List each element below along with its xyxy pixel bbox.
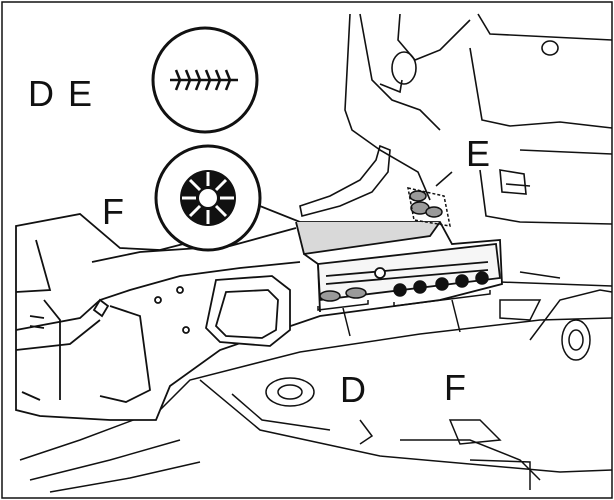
e-leader-line bbox=[435, 171, 453, 187]
callout-f-label: F bbox=[444, 367, 466, 408]
callout-e-label: E bbox=[466, 133, 491, 174]
tree-clip-icon bbox=[151, 26, 259, 134]
legend-de-label: D E bbox=[28, 73, 95, 114]
callout-d-label: D bbox=[340, 369, 366, 410]
expanding-grommet-icon bbox=[154, 144, 262, 252]
d-clip-group bbox=[317, 287, 369, 337]
pillar-structure bbox=[344, 13, 613, 225]
f-grommet-group bbox=[393, 271, 491, 333]
floor-panel bbox=[19, 271, 613, 493]
e-clip-highlights bbox=[407, 187, 451, 227]
trim-strip bbox=[299, 144, 391, 217]
legend-f-label: F bbox=[102, 191, 124, 232]
sill-panel bbox=[15, 204, 503, 421]
